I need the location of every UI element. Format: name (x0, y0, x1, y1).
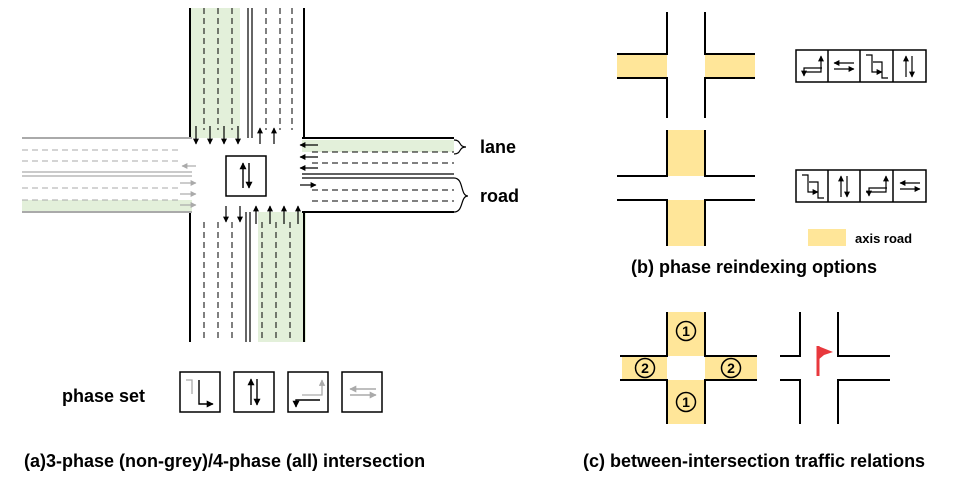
badge-west: 2 (634, 357, 656, 379)
lane-bracket (453, 139, 467, 155)
phase-reindex-option-ns (617, 130, 755, 246)
west-highlight-lanes (22, 200, 192, 212)
road-bracket (453, 177, 469, 213)
phase-set: phase set (62, 371, 383, 413)
svg-text:1: 1 (682, 323, 690, 339)
north-approach-arrows (193, 126, 277, 145)
phase-sequence-ew (795, 49, 927, 83)
badge-north: 1 (675, 320, 697, 342)
relation-intersection: 1 1 2 2 (620, 312, 757, 424)
phase-reindex-option-ew (617, 12, 755, 118)
caption-c: (c) between-intersection traffic relatio… (583, 451, 925, 471)
south-approach-arrows (223, 205, 301, 224)
neighbor-intersection (780, 312, 890, 424)
phase-icon-east-west (341, 371, 383, 413)
phase-icon-left-turn (179, 371, 221, 413)
south-road (189, 212, 305, 342)
svg-text:2: 2 (727, 360, 735, 376)
svg-text:2: 2 (641, 360, 649, 376)
axis-road-legend: axis road (808, 229, 912, 246)
axis-road-swatch (808, 229, 846, 246)
road-label: road (480, 186, 519, 206)
west-approach-arrows (180, 163, 197, 208)
west-road (22, 137, 192, 213)
flag-icon (816, 346, 833, 376)
east-road (302, 137, 454, 213)
center-phase-icon (225, 155, 267, 197)
north-road (189, 8, 305, 138)
lane-label: lane (480, 137, 516, 157)
phase-sequence-ns (795, 169, 927, 203)
east-approach-arrows (299, 142, 318, 188)
axis-road-legend-label: axis road (855, 231, 912, 246)
phase-icon-right-turn (287, 371, 329, 413)
badge-east: 2 (720, 357, 742, 379)
caption-b: (b) phase reindexing options (631, 257, 877, 277)
svg-text:1: 1 (682, 394, 690, 410)
east-highlight-lanes (302, 140, 454, 152)
south-highlight-lanes (258, 212, 306, 342)
badge-south: 1 (675, 391, 697, 413)
caption-a: (a)3-phase (non-grey)/4-phase (all) inte… (24, 451, 425, 471)
phase-set-label: phase set (62, 386, 145, 406)
intersection-diagram: lane road (22, 8, 519, 342)
phase-icon-through (233, 371, 275, 413)
